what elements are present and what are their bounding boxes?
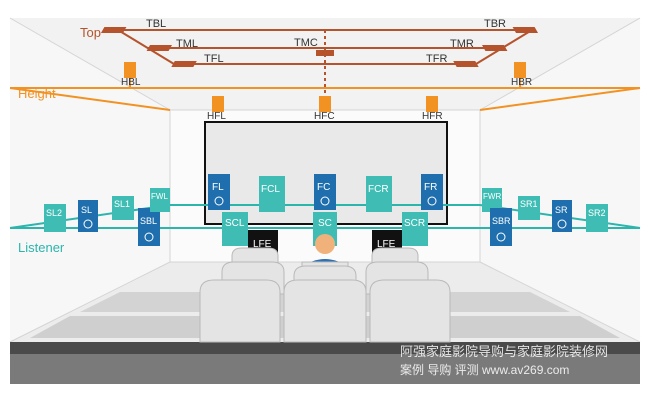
seat-front-1 <box>199 279 281 343</box>
speaker-tmr-label: TMR <box>450 38 474 50</box>
speaker-sbr <box>490 208 512 246</box>
speaker-sr1-label: SR1 <box>520 199 538 209</box>
speaker-fwl-label: FWL <box>151 192 168 201</box>
speaker-fl-label: FL <box>212 182 224 193</box>
speaker-tfr-label: TFR <box>426 53 447 65</box>
speaker-tmr <box>481 45 508 51</box>
speaker-tml-label: TML <box>176 38 198 50</box>
speaker-sr1 <box>518 196 540 220</box>
speaker-tfr <box>453 61 479 67</box>
speaker-sbl-label: SBL <box>140 216 157 226</box>
speaker-tbl <box>100 27 127 33</box>
speaker-scl-label: SCL <box>225 218 245 229</box>
speaker-tbr <box>512 27 539 33</box>
speaker-tfl-label: TFL <box>204 53 224 65</box>
speaker-sl2 <box>44 204 66 232</box>
seat-front-2 <box>283 279 367 343</box>
listener-layer-label: Listener <box>18 240 65 255</box>
speaker-hfl-label: HFL <box>207 111 226 122</box>
seat-front-3 <box>369 279 451 343</box>
speaker-fr-label: FR <box>424 182 437 193</box>
watermark-line2: 案例 导购 评测 www.av269.com <box>400 362 569 377</box>
right-wall <box>480 18 640 342</box>
speaker-tfl <box>171 61 197 67</box>
speaker-fl <box>208 174 230 210</box>
floor-edge-left <box>9 261 171 343</box>
speaker-cone-icons <box>83 196 567 242</box>
top-speakers: TBL TML TFL TMC TMR TFR TBR <box>100 18 539 67</box>
left-wall <box>10 18 170 342</box>
speaker-tbl-label: TBL <box>146 18 166 30</box>
speaker-sbl <box>138 208 160 246</box>
height-layer-label: Height <box>18 86 56 101</box>
speaker-hfc <box>319 96 331 112</box>
speaker-sl-label: SL <box>81 205 92 215</box>
speaker-hbr <box>514 62 526 78</box>
speaker-hbl-label: HBL <box>121 77 141 88</box>
top-layer-lines <box>117 29 533 96</box>
speaker-hbl <box>124 62 136 78</box>
speaker-scl <box>222 212 248 246</box>
ceiling-edge-left <box>9 17 171 111</box>
speaker-fcr-label: FCR <box>368 184 389 195</box>
floor-base <box>10 342 640 354</box>
speaker-fwl <box>150 188 170 212</box>
speaker-hbr-label: HBR <box>511 77 532 88</box>
speaker-sr2 <box>586 204 608 232</box>
listener-speakers: SL2 SL SL1 SBL FWL FL FCL FC FCR FR SCL … <box>44 174 608 246</box>
speaker-fwr <box>482 188 502 212</box>
speaker-fc <box>314 174 336 210</box>
speaker-hfr-label: HFR <box>422 111 443 122</box>
speaker-hfl <box>212 96 224 112</box>
speaker-sr <box>552 200 572 232</box>
speaker-fr <box>421 174 443 210</box>
speaker-sr-label: SR <box>555 205 568 215</box>
speaker-tbr-label: TBR <box>484 18 506 30</box>
speaker-fc-label: FC <box>317 182 330 193</box>
lfe-left-label: LFE <box>253 239 272 250</box>
speaker-sr2-label: SR2 <box>588 208 606 218</box>
speaker-tmc-label: TMC <box>294 37 318 49</box>
speaker-sc-label: SC <box>318 218 332 229</box>
floor-edge-right <box>479 261 641 343</box>
floor-base-lower <box>10 354 640 384</box>
speaker-sbr-label: SBR <box>492 216 511 226</box>
speaker-sl1 <box>112 196 134 220</box>
speaker-tml <box>146 45 173 51</box>
speaker-fcl-label: FCL <box>261 184 280 195</box>
speaker-scr-label: SCR <box>404 218 425 229</box>
speaker-fwr-label: FWR <box>483 192 501 201</box>
speaker-sl <box>78 200 98 232</box>
watermark-line1: 阿强家庭影院导购与家庭影院装修网 <box>400 344 608 359</box>
speaker-tmc <box>316 50 334 56</box>
speaker-scr <box>402 212 428 246</box>
speaker-sl2-label: SL2 <box>46 208 62 218</box>
speaker-hfc-label: HFC <box>314 111 335 122</box>
top-layer-label: Top <box>80 25 101 40</box>
speaker-fcl <box>259 176 285 212</box>
height-speakers: HBL HFL HFC HFR HBR <box>121 62 532 122</box>
speaker-sl1-label: SL1 <box>114 199 130 209</box>
listener-head <box>315 234 335 254</box>
lfe-right-label: LFE <box>377 239 396 250</box>
speaker-fcr <box>366 176 392 212</box>
theater-seats <box>199 247 451 343</box>
ceiling-edge-right <box>479 17 641 111</box>
speaker-hfr <box>426 96 438 112</box>
